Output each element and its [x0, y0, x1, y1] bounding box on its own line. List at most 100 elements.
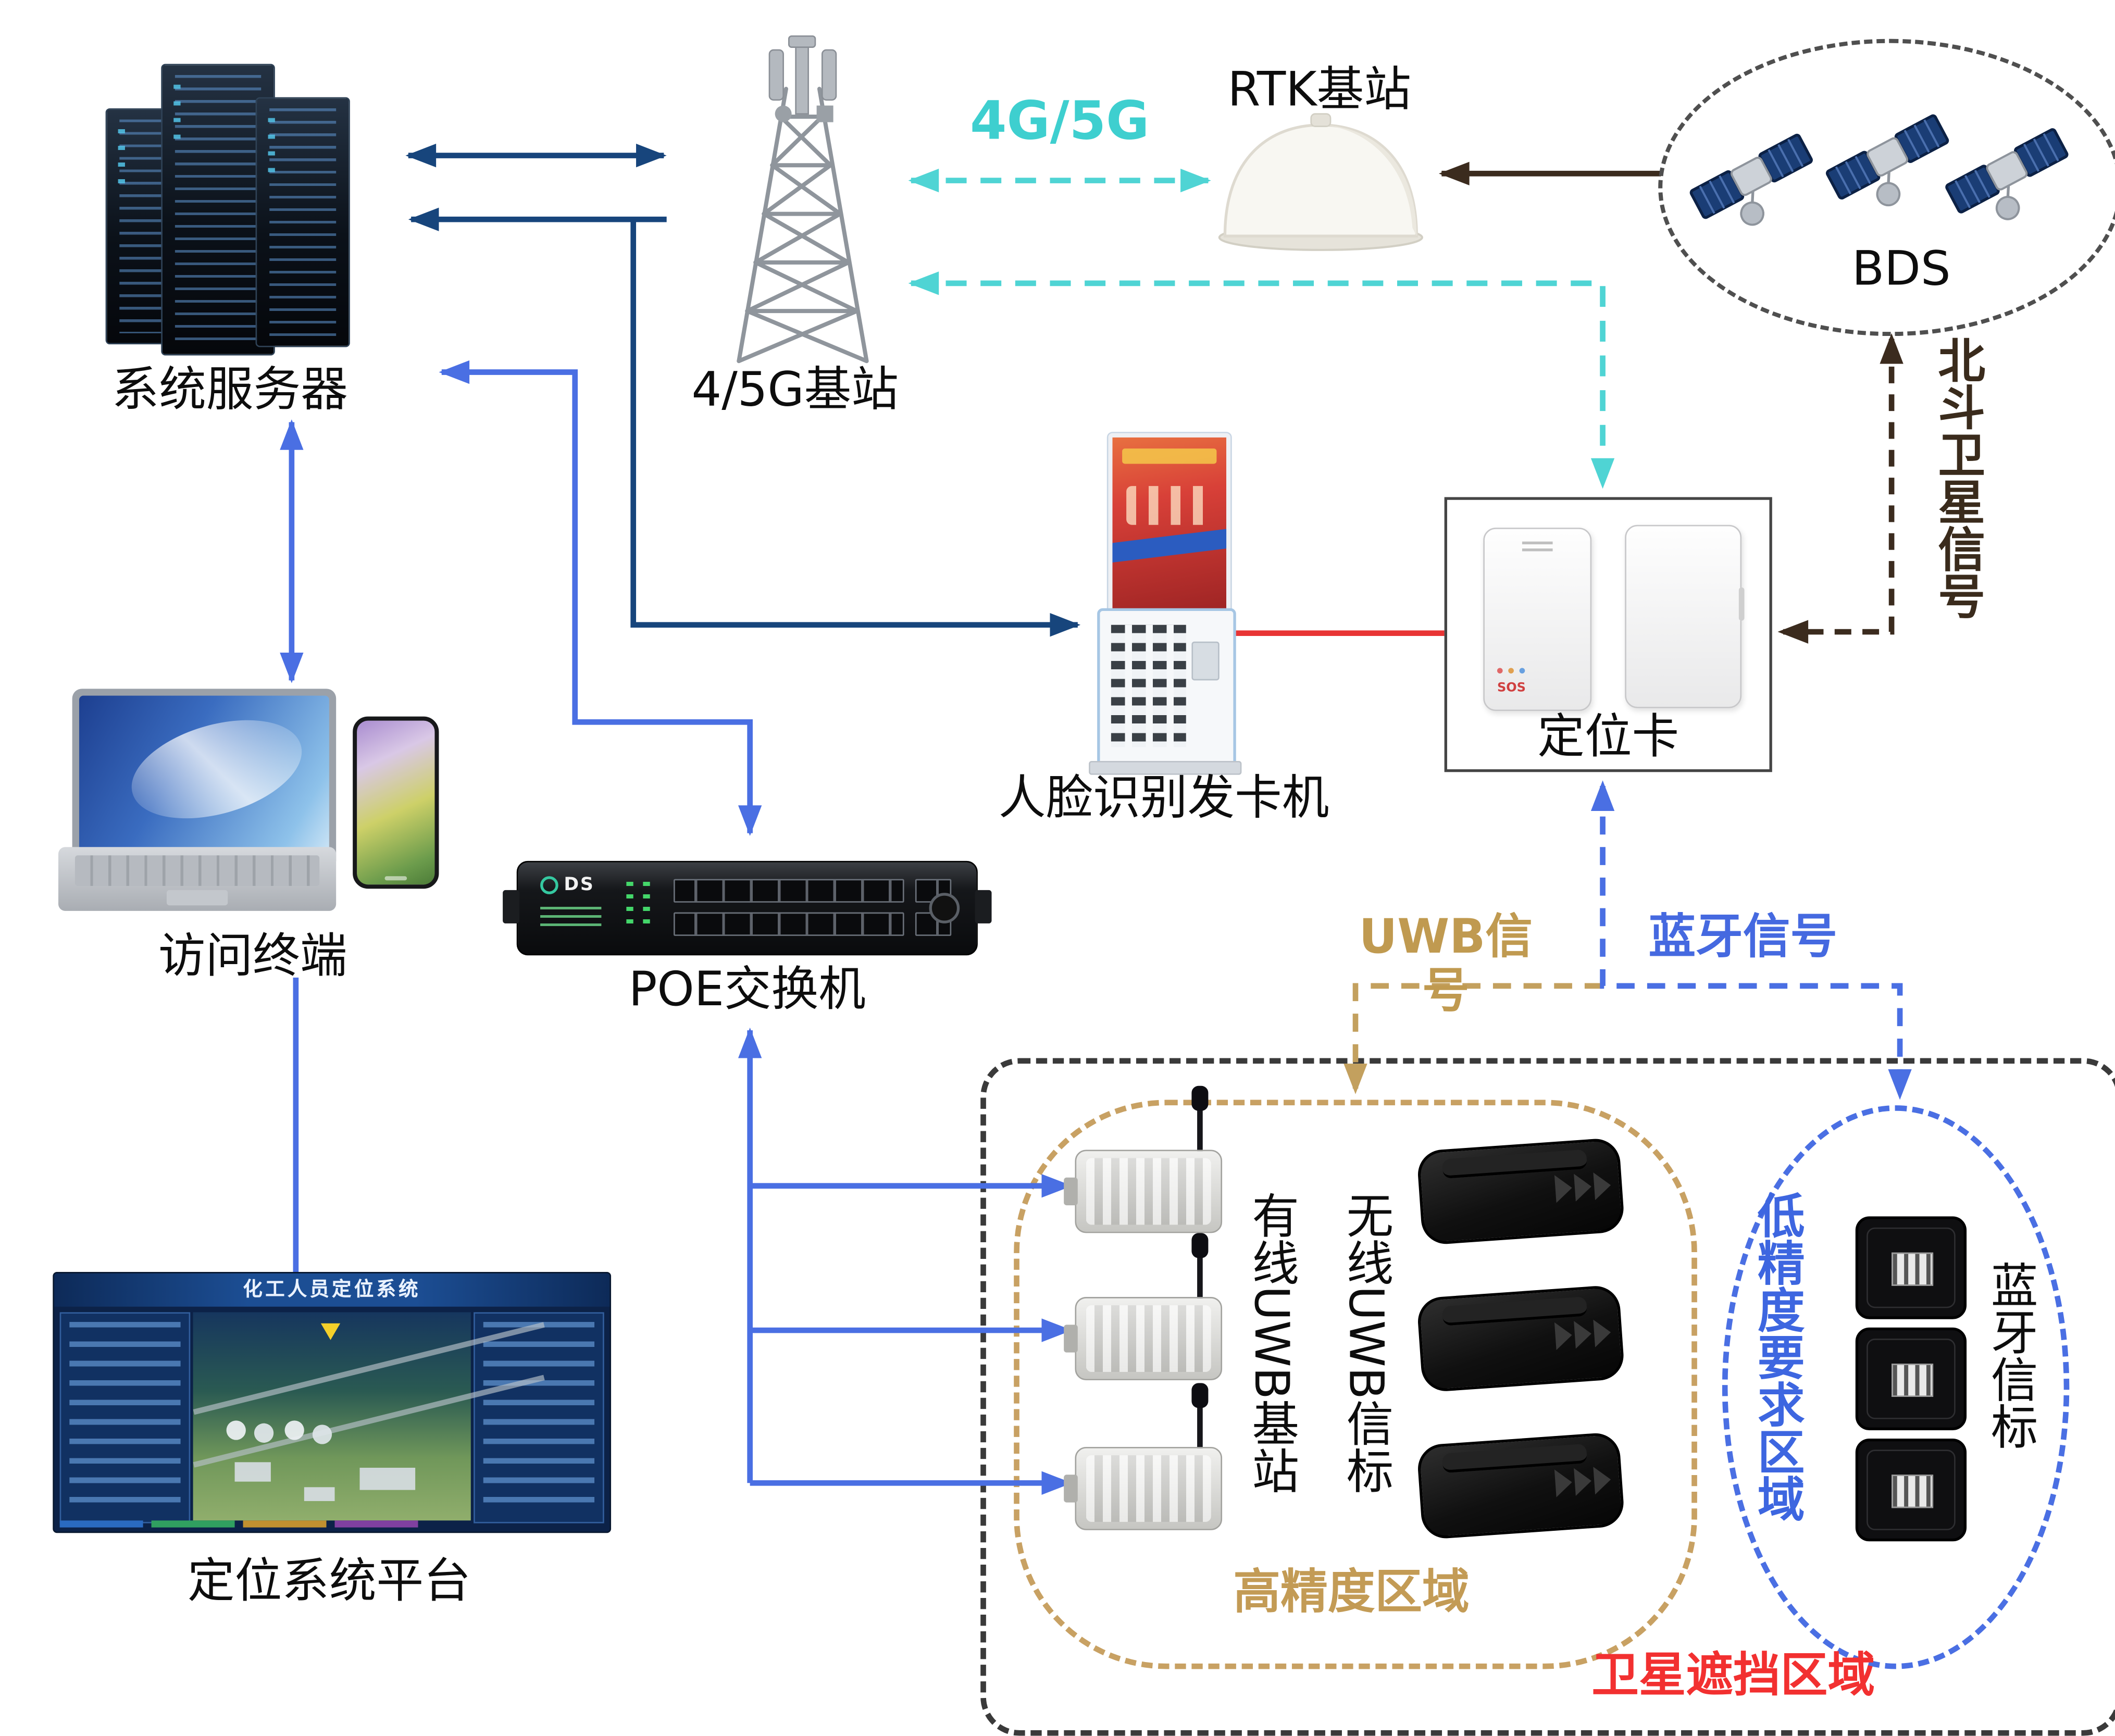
laptop-wallpaper: [120, 702, 313, 836]
kiosk-screen: [1108, 433, 1231, 617]
status-leds: [643, 881, 650, 932]
map-building: [359, 1467, 416, 1490]
laptop-display: [79, 695, 329, 857]
map-building: [234, 1462, 271, 1482]
card-dispenser-kiosk: [1089, 430, 1242, 775]
chevron-icon: [1574, 1319, 1593, 1349]
card-label: 定位卡: [1537, 709, 1679, 765]
bluetooth-beacon: [1855, 1216, 1967, 1319]
chevron-icon: [1593, 1318, 1612, 1347]
antenna: [1197, 1255, 1203, 1300]
platform-screenshot: 化工人员定位系统: [53, 1272, 612, 1533]
arrow-server-poe: [439, 360, 762, 836]
chevron-icon: [1593, 1465, 1612, 1495]
station-body: [1075, 1446, 1223, 1530]
arrow-server-terminal: [280, 419, 304, 683]
port-row: [674, 912, 904, 936]
laptop-touchpad: [166, 890, 228, 906]
qr-sticker: [1892, 1252, 1934, 1286]
switch-logo: DS: [540, 875, 594, 896]
access-terminal: [58, 686, 447, 922]
laptop-screen: [72, 689, 337, 864]
bluetooth-beacon: [1855, 1438, 1967, 1542]
terminal-label: 访问终端: [158, 929, 347, 985]
arrow-4g5g-link: [908, 168, 1211, 193]
positioning-card: SOS: [1483, 528, 1592, 711]
mount-ear: [975, 890, 992, 923]
beidou-signal-label: 北斗卫星信号: [1929, 336, 1985, 620]
server-rack: [255, 97, 350, 347]
mount-ear: [503, 890, 520, 923]
card-leds: [1497, 668, 1503, 674]
uwb-beacon: [1416, 1284, 1625, 1393]
platform-map-view: [193, 1312, 545, 1521]
server-label: 系统服务器: [111, 362, 348, 418]
uwb-base-station: [1064, 1233, 1223, 1381]
map-tanks: [226, 1420, 246, 1440]
bds-label: BDS: [1851, 241, 1951, 297]
card-side-button: [1738, 587, 1745, 621]
high-precision-region: [1014, 1100, 1697, 1669]
card-slot: [1191, 641, 1220, 681]
chevron-icon: [1574, 1172, 1593, 1202]
mount-tab: [1064, 1475, 1078, 1503]
sos-text: SOS: [1497, 682, 1526, 696]
antenna: [1197, 1405, 1203, 1450]
server-rack: [161, 64, 275, 356]
platform-right-panel: [474, 1312, 604, 1523]
platform-label: 定位系统平台: [187, 1554, 471, 1609]
bluetooth-signal-label: 蓝牙信号: [1648, 909, 1838, 965]
satellite-icon: [1826, 115, 1962, 224]
platform-bottom-bar: [59, 1520, 143, 1528]
platform-title-bar: 化工人员定位系统: [54, 1273, 610, 1307]
power-button: [929, 893, 960, 923]
positioning-card-box: SOS 定位卡: [1444, 497, 1772, 772]
satellite-icon: [1690, 134, 1826, 244]
arrow-bds-card: [1777, 333, 1904, 644]
system-server: [97, 47, 370, 361]
card-speaker: [1522, 541, 1553, 545]
arrow-bds-rtk: [1438, 161, 1661, 185]
poster-strip: [1121, 447, 1217, 464]
port-row: [674, 879, 904, 903]
uwb-beacon: [1416, 1431, 1625, 1540]
laptop-base: [58, 847, 337, 911]
chevron-icon: [1554, 1321, 1573, 1350]
high-precision-label: 高精度区域: [1233, 1565, 1470, 1621]
poster-ribbon: [1112, 528, 1227, 563]
antenna: [1197, 1108, 1203, 1153]
chevron-icon: [1554, 1468, 1573, 1497]
logo-subtext: [540, 906, 602, 929]
kiosk-label: 人脸识别发卡机: [998, 770, 1329, 827]
rtk-dome-icon: [1218, 113, 1423, 251]
mount-tab: [1064, 1177, 1078, 1206]
status-leds: [626, 881, 633, 932]
uwb-base-station: [1064, 1085, 1223, 1233]
rtk-label: RTK基站: [1227, 62, 1411, 118]
satellite-blocked-label: 卫星遮挡区域: [1591, 1648, 1875, 1704]
antenna-cap: [1191, 1383, 1209, 1408]
arrow-card-tower-cellular: [908, 271, 1615, 489]
mount-tab: [1064, 1325, 1078, 1353]
poe-switch: DS: [503, 860, 992, 956]
station-body: [1075, 1150, 1223, 1233]
poe-label: POE交换机: [628, 962, 866, 1018]
cell-tower-icon: [737, 35, 869, 364]
antenna-cap: [1191, 1085, 1209, 1111]
uwb-signal-label: UWB信号: [1359, 909, 1533, 1020]
station-body: [1075, 1297, 1223, 1381]
map-marker: [320, 1323, 341, 1340]
wired-uwb-label: 有线UWB基站: [1243, 1191, 1299, 1494]
poster-figures: [1126, 486, 1213, 525]
bds-cluster: BDS: [1658, 39, 2115, 336]
positioning-card: [1625, 524, 1745, 708]
chevron-icon: [1593, 1171, 1612, 1201]
kiosk-body: [1097, 608, 1236, 767]
tower-label: 4/5G基站: [691, 362, 899, 418]
qr-sticker: [1892, 1364, 1934, 1397]
uwb-base-station: [1064, 1383, 1223, 1530]
wireless-uwb-label: 无线UWB信标: [1337, 1191, 1393, 1494]
arrow-tower-server: [408, 207, 667, 231]
bluetooth-beacon-label: 蓝牙信标: [1982, 1260, 2038, 1450]
